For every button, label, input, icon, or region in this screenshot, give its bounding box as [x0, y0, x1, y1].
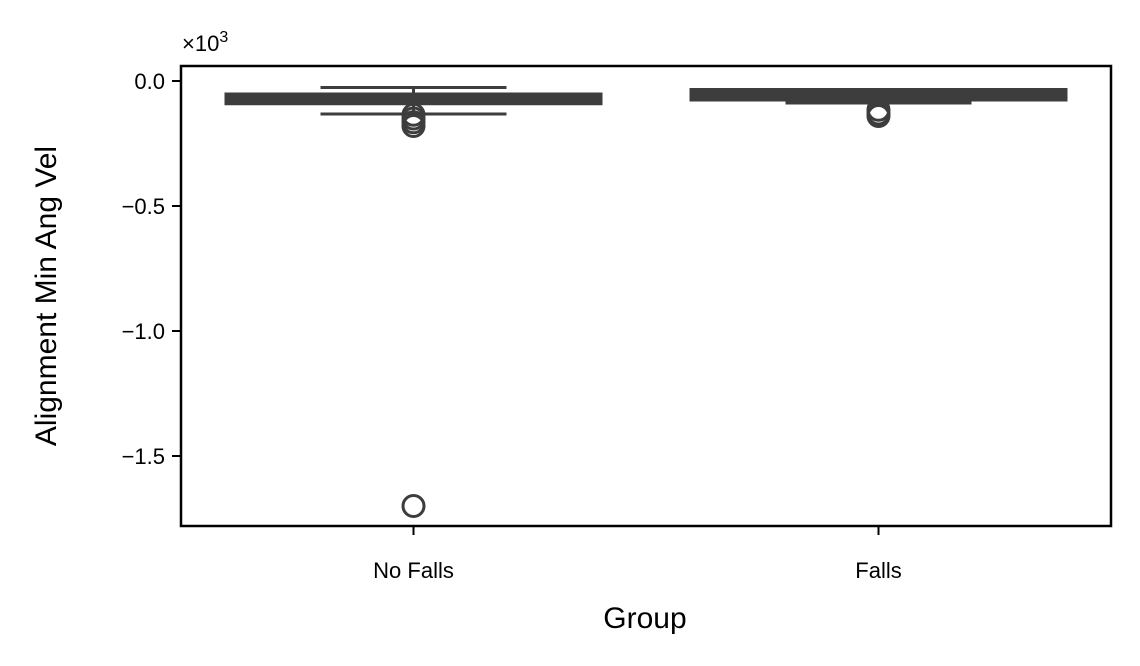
plot-marks — [224, 86, 1068, 518]
x-axis-label: Group — [603, 602, 686, 635]
x-tick-label: Falls — [855, 558, 901, 583]
axes: 0.0 −0.5 −1.0 −1.5 No Falls Falls — [122, 69, 902, 583]
y-tick-label: −1.0 — [122, 319, 165, 344]
x-tick-label: No Falls — [373, 558, 454, 583]
y-axis-label: Alignment Min Ang Vel — [30, 146, 63, 446]
y-tick-label: −1.5 — [122, 444, 165, 469]
box-group-1 — [689, 88, 1068, 128]
outlier-point — [401, 494, 426, 518]
outlier-point — [401, 114, 426, 138]
y-tick-label: 0.0 — [134, 69, 165, 94]
outlier-point — [866, 104, 891, 128]
y-tick-label: −0.5 — [122, 194, 165, 219]
box-group-0 — [224, 86, 603, 518]
y-axis-multiplier: ×103 — [182, 29, 228, 56]
plot-frame — [179, 64, 1113, 528]
